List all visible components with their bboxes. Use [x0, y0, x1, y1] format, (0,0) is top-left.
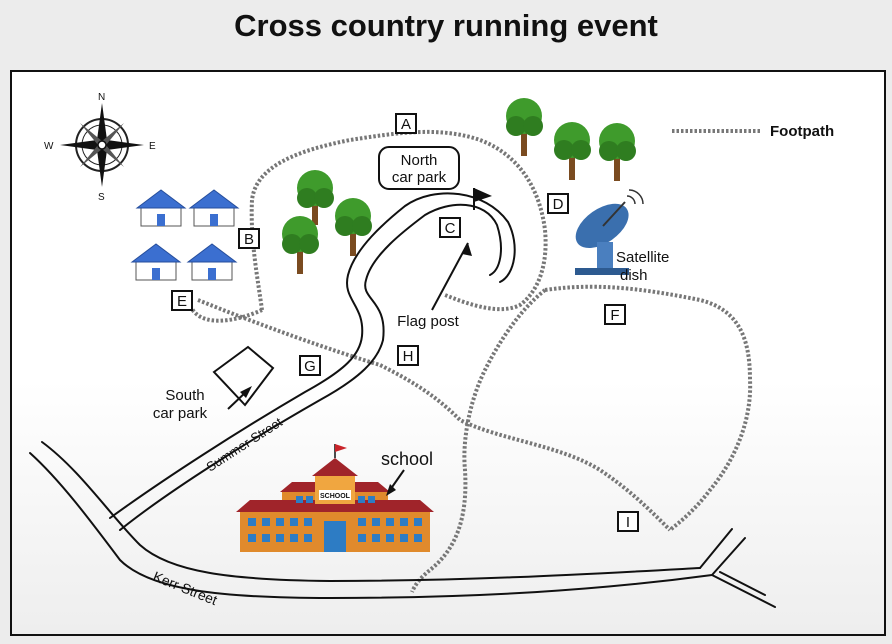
roads: [29, 192, 776, 608]
houses: [130, 189, 240, 281]
checkpoint-I: I: [617, 511, 639, 532]
school-sign: SCHOOL: [320, 493, 351, 500]
checkpoint-A-label: A: [401, 116, 411, 133]
tree-icon: [554, 122, 591, 180]
tree-icon: [335, 198, 372, 256]
south-car-park-line2: car park: [153, 405, 208, 422]
checkpoint-E-label: E: [177, 293, 187, 310]
checkpoint-B-label: B: [244, 231, 254, 248]
footpath-center-south: [410, 288, 547, 593]
tree-icon: [506, 98, 543, 156]
summer-street-label: Summer Street: [203, 414, 285, 474]
compass-s: S: [98, 192, 105, 203]
north-car-park-outline: [378, 146, 460, 190]
house-icon: [188, 189, 240, 227]
kerr-street: [29, 452, 746, 599]
school-arrow: [386, 469, 405, 496]
tree-icon: [599, 123, 636, 181]
footpath-east-loop: [544, 284, 753, 532]
house-icon: [135, 189, 187, 227]
summer-street: [119, 203, 502, 531]
flag-post-arrow: [431, 242, 472, 311]
footpaths: [188, 129, 762, 593]
summer-street-inner: [109, 192, 516, 519]
checkpoint-F: F: [604, 304, 626, 325]
satellite-dish-line2: dish: [620, 267, 648, 284]
kerr-street-inner: [41, 441, 701, 582]
south-car-park-line1: South: [165, 387, 204, 404]
house-icon: [186, 243, 238, 281]
footpath-legend-label: Footpath: [770, 123, 834, 140]
compass-w: W: [44, 141, 54, 152]
school-building: [236, 444, 434, 552]
checkpoint-H-label: H: [403, 348, 414, 365]
checkpoint-C: C: [439, 217, 461, 238]
trees: [282, 98, 636, 274]
checkpoint-A: A: [395, 113, 417, 134]
checkpoint-G: G: [299, 355, 321, 376]
flag-post-label: Flag post: [397, 313, 460, 330]
compass-rose: N S E W: [44, 92, 156, 203]
compass-e: E: [149, 141, 156, 152]
school-label: school: [381, 449, 433, 469]
checkpoint-D: D: [547, 193, 569, 214]
checkpoint-B: B: [238, 228, 260, 249]
compass-n: N: [98, 92, 105, 103]
tree-icon: [297, 170, 334, 225]
tree-icon: [282, 216, 319, 274]
school-windows: [248, 496, 422, 542]
checkpoint-C-label: C: [445, 220, 456, 237]
satellite-dish-icon: [575, 189, 644, 275]
north-car-park-line2: car park: [392, 169, 447, 186]
satellite-dish-line1: Satellite: [616, 249, 669, 266]
south-car-park-outline: [212, 345, 275, 407]
house-icon: [130, 243, 182, 281]
map-title: Cross country running event: [234, 8, 658, 43]
checkpoint-D-label: D: [553, 196, 564, 213]
kerr-street-label: Kerr Street: [151, 568, 220, 608]
footpath-top-west: [188, 304, 263, 323]
north-car-park-line1: North: [401, 152, 438, 169]
flag-icon: [473, 188, 492, 210]
footpath-e-to-h: [197, 298, 672, 532]
kerr-street-branch: [699, 528, 776, 608]
checkpoint-I-label: I: [626, 514, 630, 531]
checkpoint-H: H: [397, 345, 419, 366]
south-car-park-arrow: [227, 386, 252, 410]
checkpoint-G-label: G: [304, 358, 316, 375]
checkpoint-E: E: [171, 290, 193, 311]
checkpoint-F-label: F: [610, 307, 619, 324]
